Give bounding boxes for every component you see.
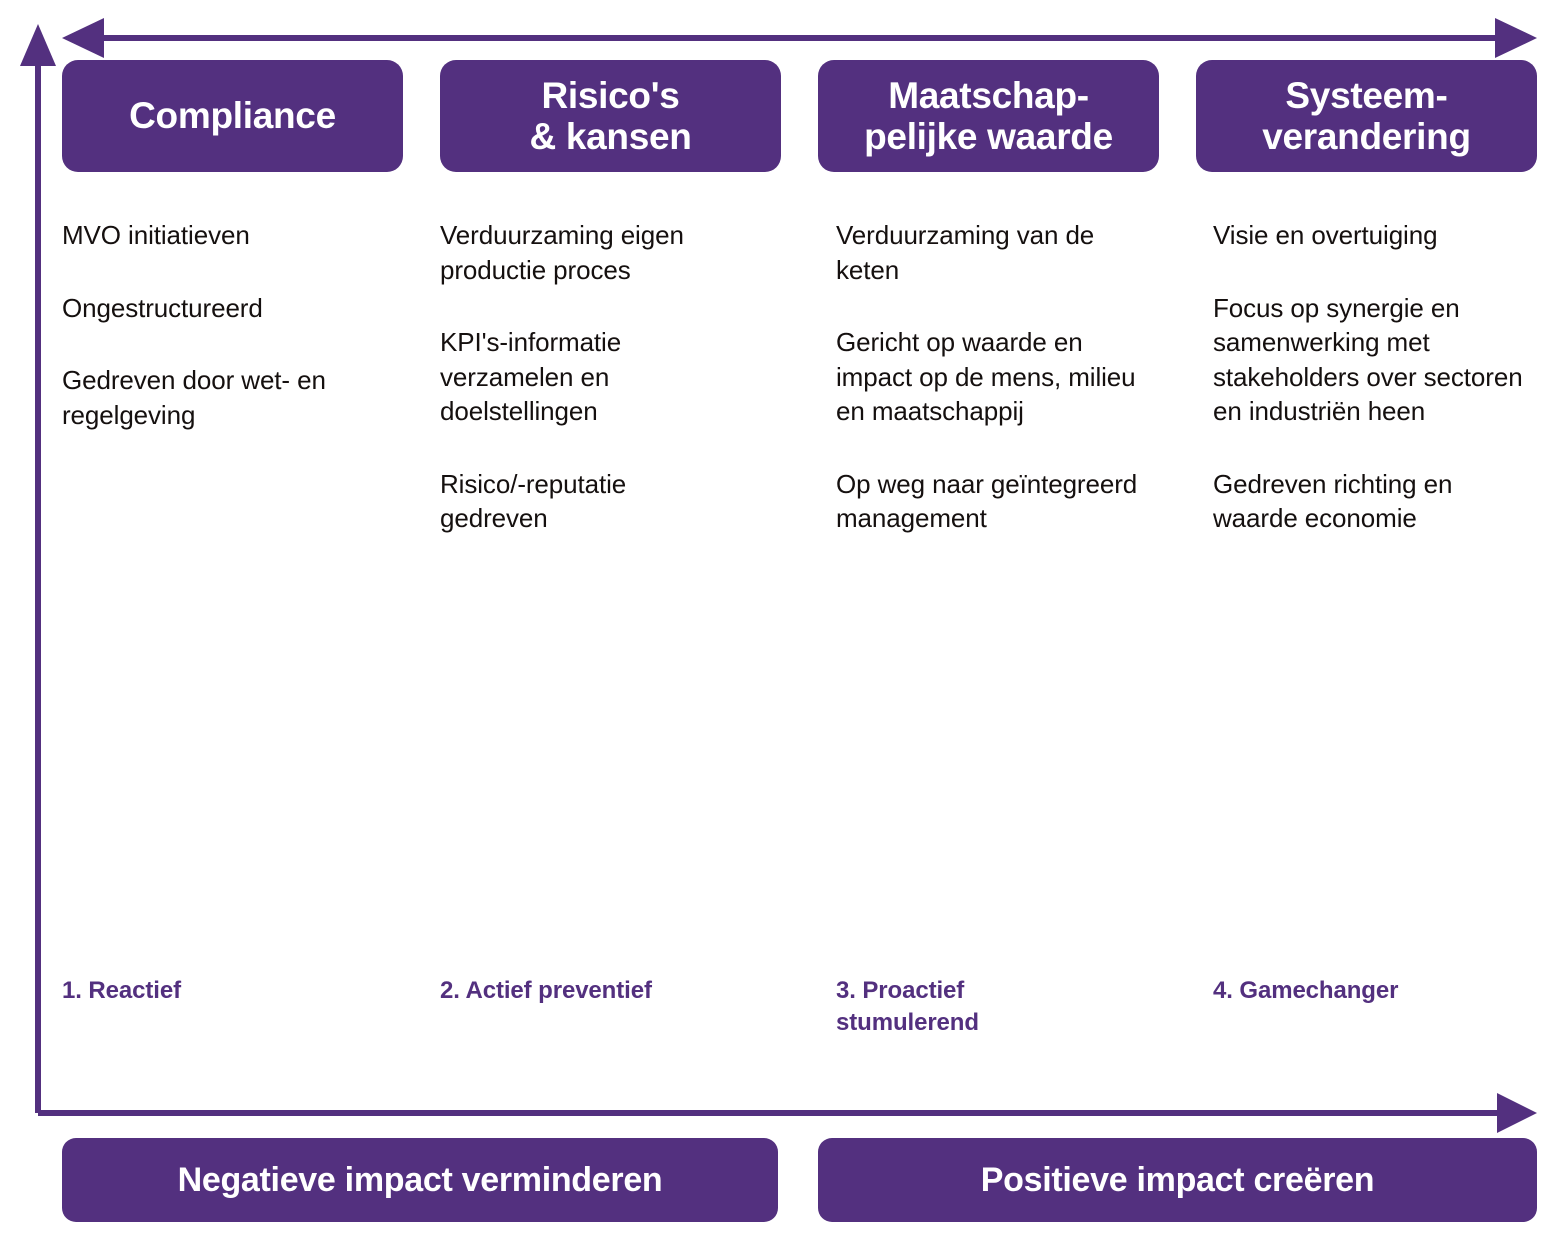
banner-label: Negatieve impact verminderen [177, 1160, 663, 1199]
bullet-item: Gericht op waarde en impact op de mens, … [836, 327, 1136, 427]
stage-label-3: 3. Proactief stumulerend [836, 977, 979, 1037]
bullet-item: Visie en overtuiging [1213, 220, 1438, 250]
bullet-item: Risico/-reputatie gedreven [440, 468, 627, 534]
bullet-item: Gedreven richting en waarde economie [1213, 468, 1453, 534]
bullet-item: Verduurzaming van de keten [836, 220, 1095, 285]
bullet-item: KPI's-informatie verzamelen en doelstell… [440, 327, 622, 427]
bottom-right-arrow-icon [38, 1093, 1537, 1133]
column-header-label: Systeem- verandering [1262, 74, 1471, 157]
stage-label-4: 4. Gamechanger [1213, 977, 1399, 1004]
column-header-maatschappelijke-waarde[interactable]: Maatschap- pelijke waarde [818, 60, 1159, 172]
column-body-compliance: MVO initiatieven Ongestructureerd Gedrev… [62, 218, 382, 470]
column-header-label: Risico's & kansen [529, 74, 692, 157]
column-body-risicos-kansen: Verduurzaming eigen productie proces KPI… [440, 218, 740, 574]
column-header-risicos-kansen[interactable]: Risico's & kansen [440, 60, 781, 172]
column-header-systeemverandering[interactable]: Systeem- verandering [1196, 60, 1537, 172]
column-header-label: Maatschap- pelijke waarde [864, 74, 1113, 157]
stage-label-1: 1. Reactief [62, 977, 181, 1004]
banner-positive-impact[interactable]: Positieve impact creëren [818, 1138, 1537, 1222]
column-header-compliance[interactable]: Compliance [62, 60, 403, 172]
bullet-item: Focus op synergie en samenwerking met st… [1213, 292, 1523, 427]
bullet-item: Gedreven door wet- en regelgeving [62, 365, 326, 430]
banner-negative-impact[interactable]: Negatieve impact verminderen [62, 1138, 778, 1222]
bullet-item: MVO initiatieven [62, 220, 250, 250]
top-double-arrow-icon [62, 18, 1537, 58]
bullet-item: Ongestructureerd [62, 292, 263, 323]
stage-label-2: 2. Actief preventief [440, 977, 652, 1004]
column-header-label: Compliance [129, 95, 336, 137]
bullet-item: Verduurzaming eigen productie proces [440, 220, 684, 285]
left-up-arrow-icon [20, 24, 56, 1113]
bullet-item: Op weg naar geïntegreerd management [836, 468, 1138, 534]
column-body-systeemverandering: Visie en overtuiging Focus op synergie e… [1213, 218, 1523, 574]
column-body-maatschappelijke-waarde: Verduurzaming van de keten Gericht op wa… [836, 218, 1156, 574]
banner-label: Positieve impact creëren [980, 1160, 1375, 1199]
